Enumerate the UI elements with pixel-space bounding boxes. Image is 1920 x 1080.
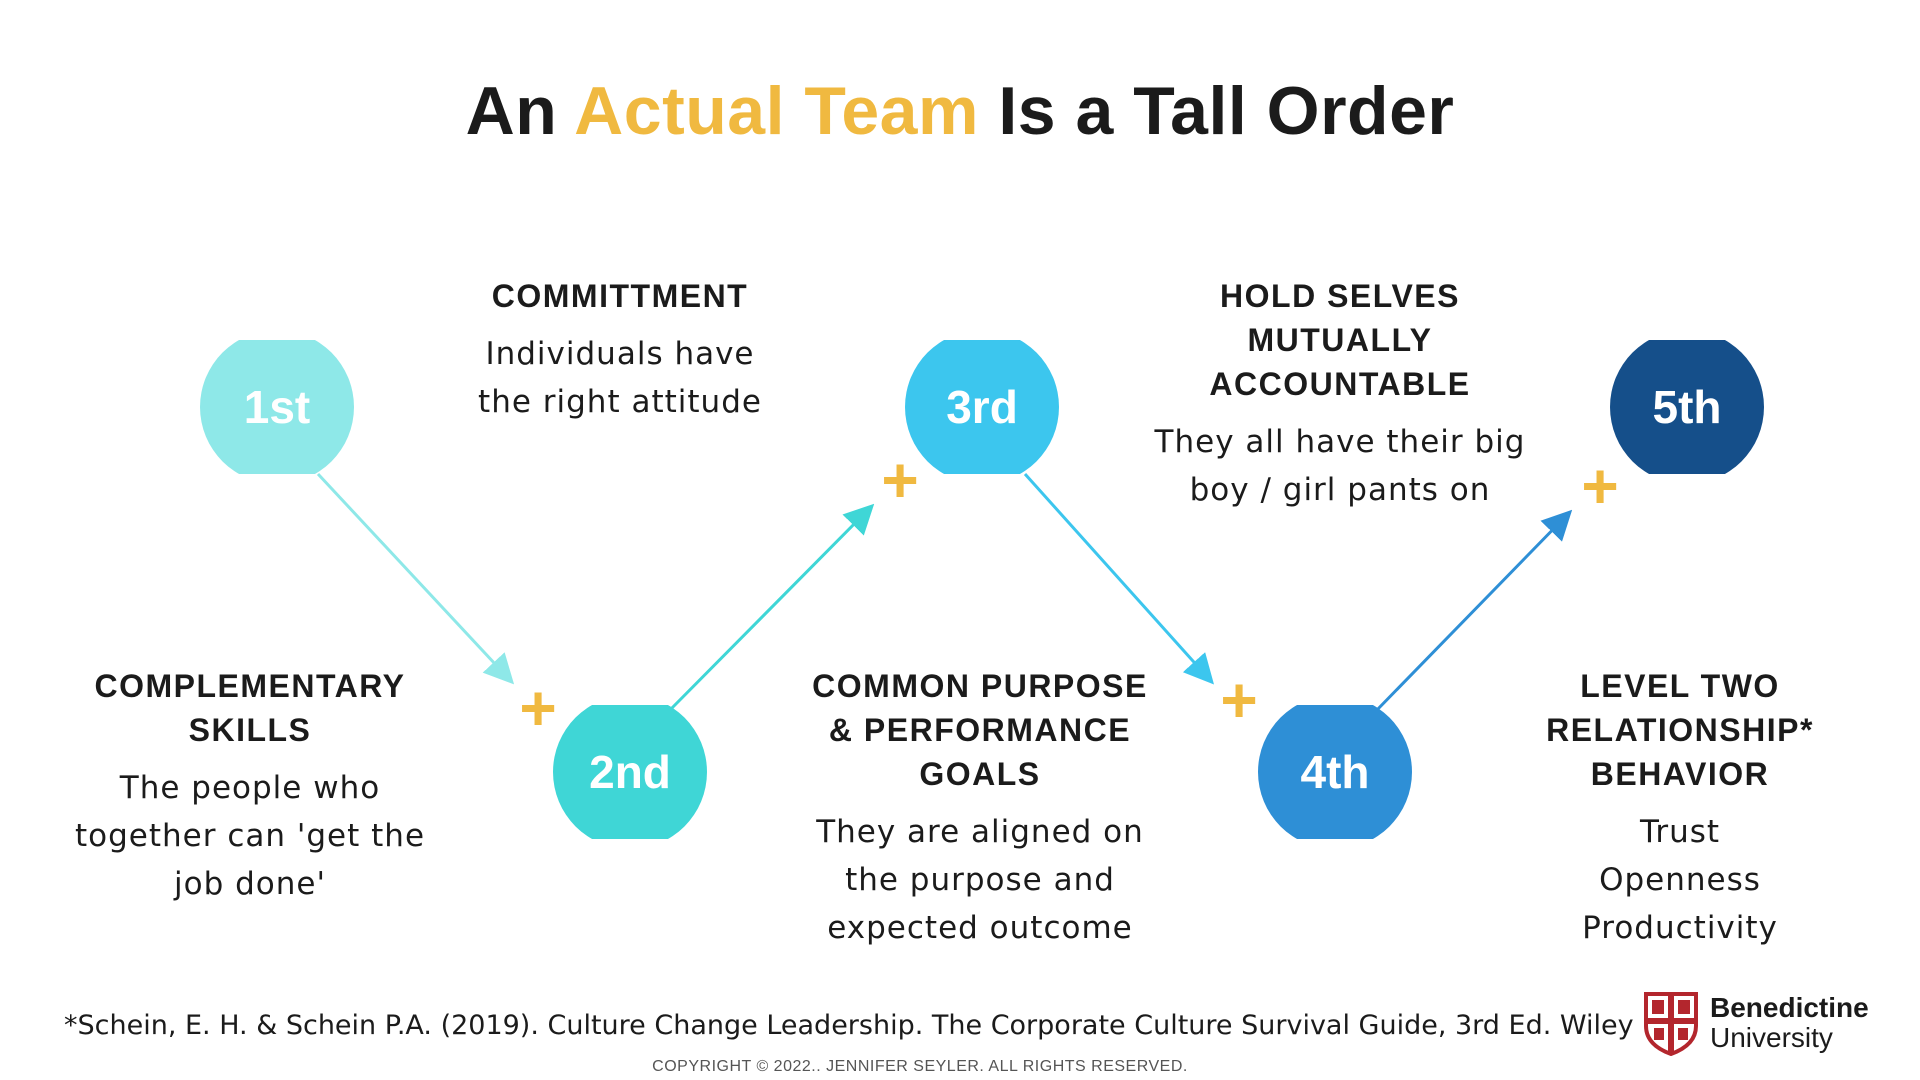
step-5-label: 5th (1652, 381, 1722, 433)
step-3-circle: 3rd (905, 340, 1059, 474)
step-1-label: 1st (243, 381, 311, 433)
step-3-body: They are aligned on the purpose and expe… (816, 814, 1144, 946)
step-1-circle: 1st (200, 340, 354, 474)
step-2-heading: COMMITTMENT (491, 278, 749, 314)
step-5-body: Trust Openness Productivity (1582, 814, 1778, 946)
step-2-circle: 2nd (553, 705, 707, 839)
arrow-1-to-2 (316, 472, 515, 685)
plus-icon: + (519, 672, 557, 744)
logo-line-2: University (1710, 1022, 1833, 1053)
plus-icon: + (1581, 450, 1619, 522)
copyright-notice: COPYRIGHT © 2022.. JENNIFER SEYLER. ALL … (652, 1058, 1188, 1075)
shield-icon (1644, 992, 1698, 1056)
plus-icon: + (1220, 664, 1258, 736)
title-prefix: An (465, 73, 558, 149)
step-3-label: 3rd (946, 381, 1018, 433)
title-accent: Actual Team (574, 73, 979, 149)
step-3-heading: COMMON PURPOSE & PERFORMANCE GOALS (812, 668, 1148, 792)
step-1-heading: COMPLEMENTARY SKILLS (94, 668, 406, 748)
university-logo: Benedictine University (1642, 990, 1882, 1060)
step-4-text: HOLD SELVES MUTUALLY ACCOUNTABLE They al… (1140, 274, 1540, 514)
arrow-4-to-5 (1373, 509, 1573, 714)
arrow-3-to-4 (1023, 472, 1215, 685)
step-3-text: COMMON PURPOSE & PERFORMANCE GOALS They … (780, 664, 1180, 952)
step-5-text: LEVEL TWO RELATIONSHIP* BEHAVIOR Trust O… (1500, 664, 1860, 952)
step-4-label: 4th (1300, 746, 1370, 798)
title-suffix: Is a Tall Order (998, 73, 1455, 149)
step-1-body: The people who together can 'get the job… (74, 770, 426, 902)
logo-line-1: Benedictine (1710, 992, 1869, 1023)
arrow-2-to-3 (666, 503, 875, 714)
page-title: An Actual Team Is a Tall Order (0, 72, 1920, 150)
step-4-body: They all have their big boy / girl pants… (1154, 424, 1526, 508)
reference-citation: *Schein, E. H. & Schein P.A. (2019). Cul… (64, 1010, 1634, 1041)
step-2-label: 2nd (589, 746, 671, 798)
step-2-body: Individuals have the right attitude (478, 336, 762, 420)
step-4-circle: 4th (1258, 705, 1412, 839)
step-5-circle: 5th (1610, 340, 1764, 474)
step-1-text: COMPLEMENTARY SKILLS The people who toge… (60, 664, 440, 908)
step-2-text: COMMITTMENT Individuals have the right a… (440, 274, 800, 426)
plus-icon: + (881, 444, 919, 516)
step-4-heading: HOLD SELVES MUTUALLY ACCOUNTABLE (1209, 278, 1471, 402)
step-5-heading: LEVEL TWO RELATIONSHIP* BEHAVIOR (1546, 668, 1814, 792)
